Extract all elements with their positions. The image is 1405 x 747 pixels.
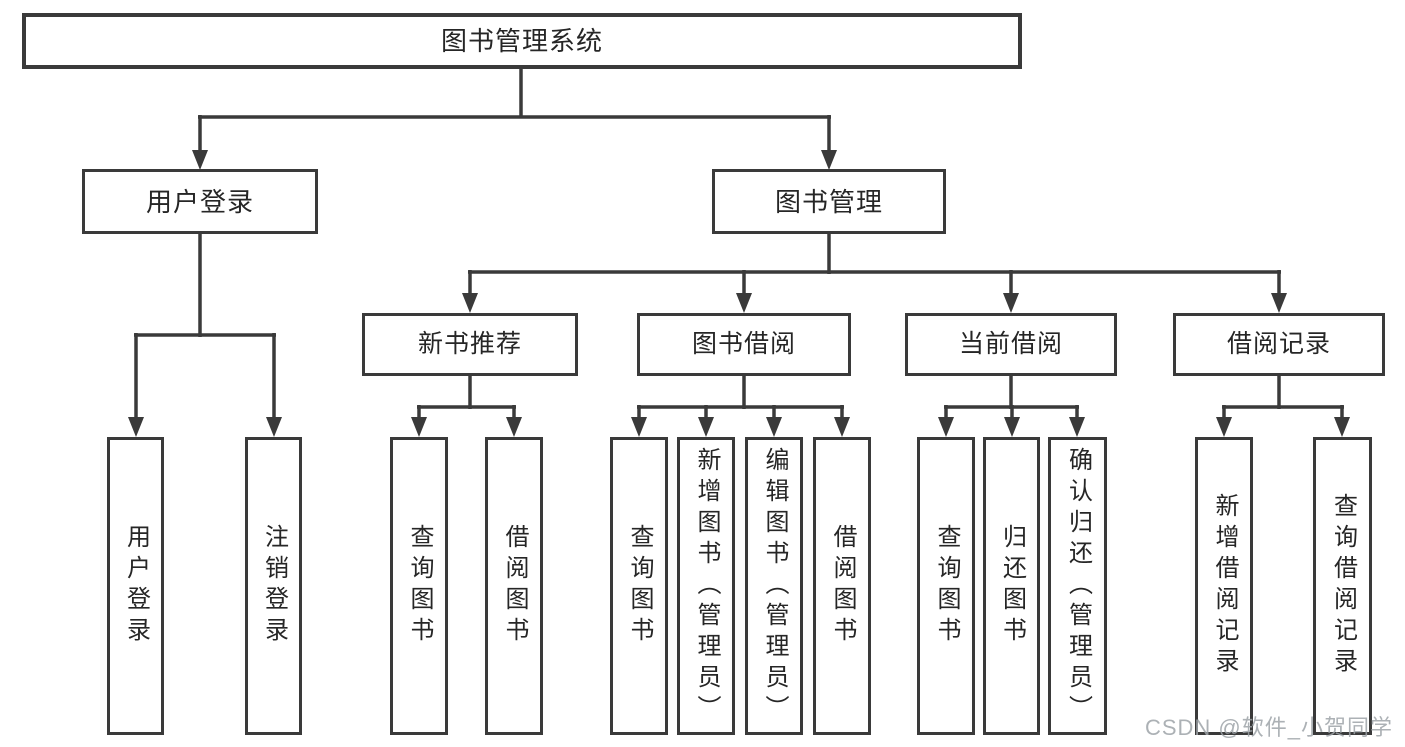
node-label: 新书推荐 [417,330,522,358]
leaf-label: 归还图书 [998,524,1026,648]
node-label: 图书管理 [774,186,883,217]
leaf-add-borrow-record: 新增借阅记录 [1195,437,1253,735]
leaf-label: 注销登录 [260,524,288,648]
node-borrowing-records: 借阅记录 [1173,313,1385,376]
node-book-management: 图书管理 [712,169,946,234]
node-user-login: 用户登录 [82,169,318,234]
leaf-user-login: 用户登录 [107,437,164,735]
leaf-query-books-borrowing: 查询图书 [610,437,668,735]
connector-arrowheads [128,150,1350,437]
node-label: 借阅记录 [1226,330,1331,358]
leaf-label: 借阅图书 [501,524,528,648]
leaf-label: 新增图书（管理员） [693,446,720,726]
leaf-add-books-admin: 新增图书（管理员） [677,437,735,735]
leaf-label: 借阅图书 [829,524,856,648]
leaf-confirm-return-admin: 确认归还（管理员） [1048,437,1107,735]
leaf-label: 查询图书 [626,524,653,648]
connector-lines [134,66,1344,419]
leaf-label: 编辑图书（管理员） [761,446,788,726]
leaf-label: 新增借阅记录 [1211,493,1238,679]
leaf-borrow-books: 借阅图书 [813,437,871,735]
node-book-borrowing: 图书借阅 [637,313,851,376]
node-new-book-recommendation: 新书推荐 [362,313,578,376]
leaf-logout: 注销登录 [245,437,302,735]
leaf-query-books-recommend: 查询图书 [390,437,448,735]
leaf-return-books: 归还图书 [983,437,1040,735]
csdn-watermark: CSDN @软件_小贺同学 [1144,715,1393,740]
leaf-query-books-current: 查询图书 [917,437,975,735]
leaf-query-borrow-record: 查询借阅记录 [1313,437,1372,735]
leaf-label: 查询借阅记录 [1329,493,1357,679]
node-label: 图书管理系统 [440,26,603,56]
leaf-label: 查询图书 [406,524,433,648]
leaf-label: 用户登录 [122,524,150,648]
node-current-borrowing: 当前借阅 [905,313,1117,376]
node-library-management-system: 图书管理系统 [22,13,1022,69]
node-label: 用户登录 [145,186,254,217]
node-label: 图书借阅 [691,330,796,358]
leaf-borrow-books-recommend: 借阅图书 [485,437,543,735]
leaf-label: 确认归还（管理员） [1064,446,1092,726]
leaf-label: 查询图书 [933,524,960,648]
node-label: 当前借阅 [958,330,1063,358]
leaf-edit-books-admin: 编辑图书（管理员） [745,437,803,735]
